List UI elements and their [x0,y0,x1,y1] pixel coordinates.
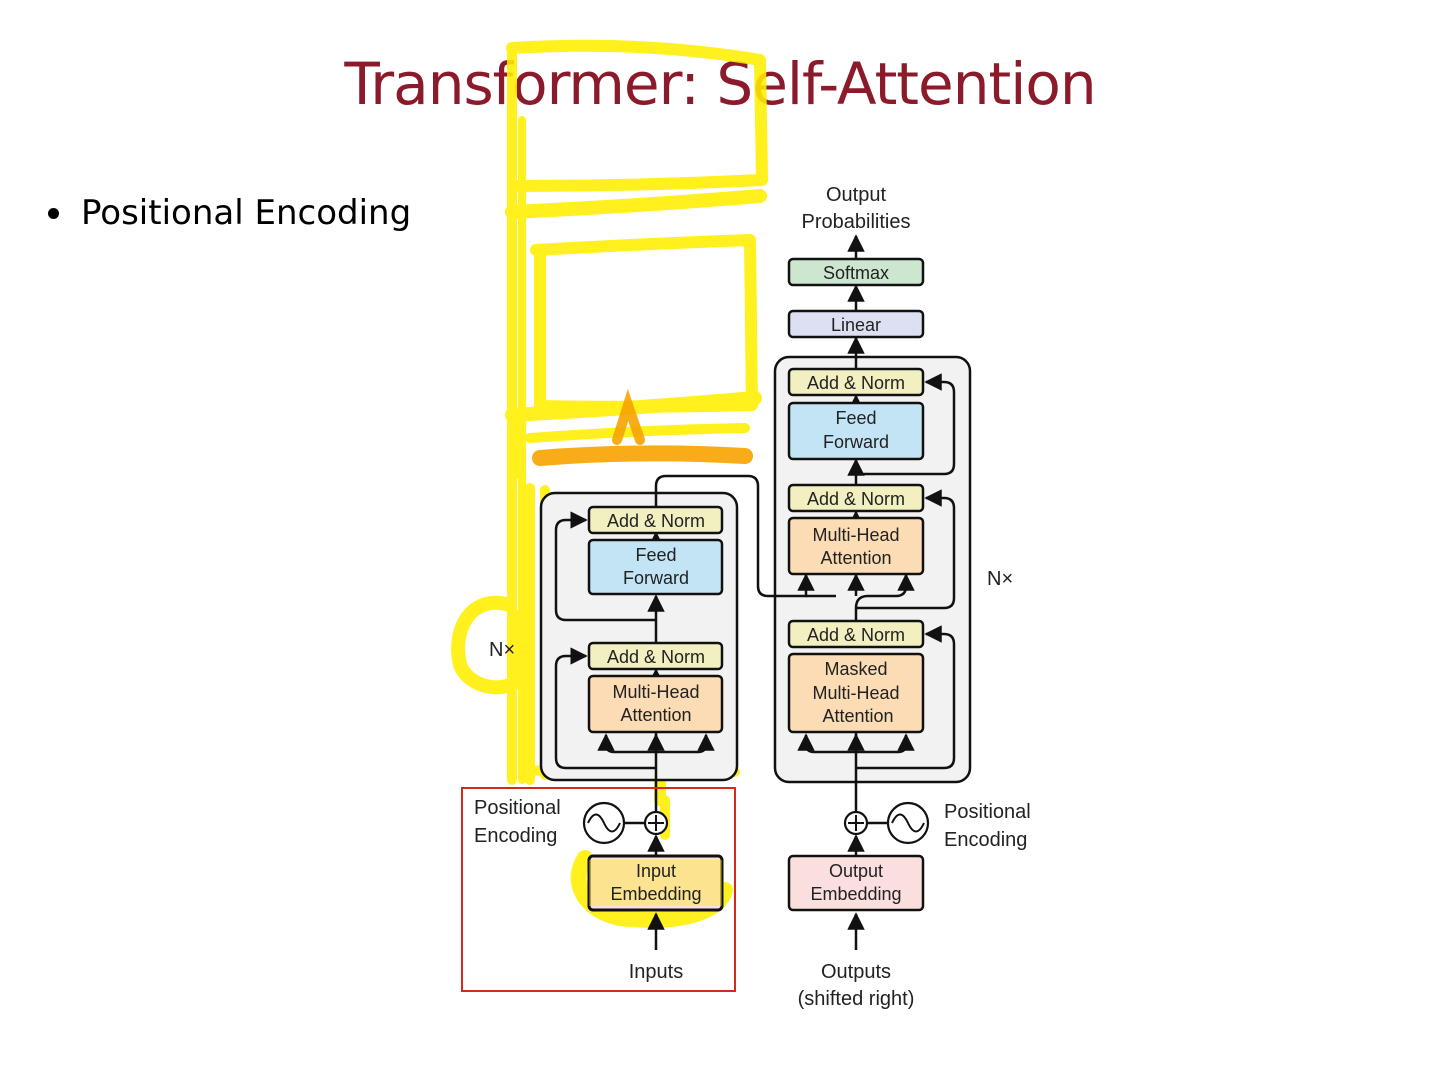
highlight-stroke [451,595,529,695]
linear-label: Linear [831,315,881,335]
inputs-label: Inputs [629,961,683,983]
encoder-add-norm-2 [587,641,724,671]
encoder-sine-wave-icon [582,801,626,845]
highlight-stroke [505,391,762,422]
residual-arrow [856,373,956,476]
highlight-stroke [505,189,767,219]
slide-title: Transformer: Self-Attention [344,50,1096,118]
residual-arrow [554,511,656,622]
orange-highlighter-marks [532,388,753,466]
decoder-nx-label: N× [987,568,1013,590]
arrow [797,733,856,754]
encoder-multi-head-attention [587,674,724,734]
decoder-add-norm-2-label: Add & Norm [807,489,905,509]
decoder-add-symbol [843,810,869,836]
softmax-label: Softmax [823,263,889,283]
outputs-label-1: Outputs [821,961,891,983]
highlight-stroke [501,599,526,685]
encoder-feed-forward-label-2: Forward [623,568,689,588]
decoder-attention-label-2: Attention [820,548,891,568]
masked-multi-head-attention [787,652,925,734]
bullet-text: Positional Encoding [81,193,412,233]
decoder-add-norm-3 [787,619,925,649]
bullet-item: Positional Encoding [48,193,411,233]
arrow [856,733,915,754]
decoder-multi-head-attention [787,516,925,576]
highlight-stroke [506,39,768,192]
encoder-stack [539,491,739,782]
encoder-add-symbol [643,810,669,836]
highlight-stroke [530,234,758,413]
residual-arrow [856,625,956,770]
embedding-highlight [589,860,722,906]
residual-arrow [554,647,656,770]
arrow [597,733,656,754]
encoder-positional-encoding-label-1: Positional [474,797,561,819]
encoder-feed-forward-label-1: Feed [635,545,676,565]
input-embedding-block [587,854,724,912]
annotation-rectangle [461,787,736,992]
output-embedding-label-2: Embedding [810,884,901,904]
decoder-add-norm-3-label: Add & Norm [807,625,905,645]
orange-stroke [532,445,753,466]
output-embedding-block [787,854,925,912]
encoder-add-norm-2-label: Add & Norm [607,647,705,667]
decoder-feed-forward-label-1: Feed [835,408,876,428]
encoder-output-connector [654,474,815,598]
arrow [854,573,915,609]
linear-block [787,309,925,339]
output-probabilities-label-2: Probabilities [802,211,911,233]
decoder-sine-wave-icon [886,801,930,845]
encoder-add-norm-1 [587,505,724,535]
masked-attention-label-1: Masked [824,659,887,679]
decoder-feed-forward-label-2: Forward [823,432,889,452]
input-embedding-label-1: Input [636,861,676,881]
encoder-feed-forward [587,538,724,596]
input-embedding-label-2: Embedding [610,884,701,904]
decoder-positional-encoding-label-2: Encoding [944,829,1027,851]
decoder-add-norm-1 [787,367,925,397]
decoder-positional-encoding-label-1: Positional [944,801,1031,823]
masked-attention-label-3: Attention [822,706,893,726]
decoder-add-norm-1-label: Add & Norm [807,373,905,393]
softmax-block [787,257,925,287]
encoder-positional-encoding-label-2: Encoding [474,825,557,847]
encoder-attention-label-1: Multi-Head [612,682,699,702]
arrow [656,733,715,754]
bullet-dot [48,207,59,219]
encoder-add-norm-1-label: Add & Norm [607,511,705,531]
output-probabilities-label-1: Output [826,184,886,206]
encoder-nx-label: N× [489,639,515,661]
residual-arrow [856,489,956,610]
outputs-label-2: (shifted right) [798,988,915,1010]
masked-attention-label-2: Multi-Head [812,683,899,703]
orange-stroke [612,388,645,445]
decoder-add-norm-2 [787,483,925,513]
decoder-feed-forward [787,401,925,461]
decoder-attention-label-1: Multi-Head [812,525,899,545]
encoder-attention-label-2: Attention [620,705,691,725]
output-embedding-label-1: Output [829,861,883,881]
connectors [554,234,956,950]
